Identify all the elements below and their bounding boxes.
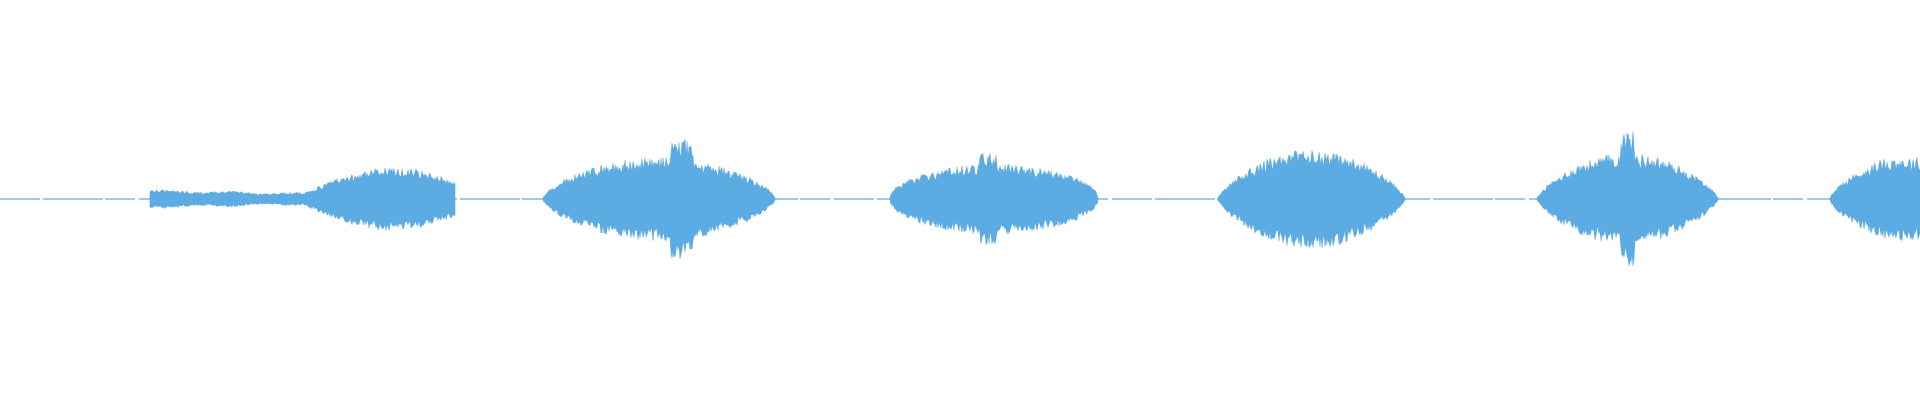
waveform-segment-4 xyxy=(1217,150,1406,248)
waveform-segment-6 xyxy=(1829,157,1920,242)
waveform-segments xyxy=(149,131,1920,267)
waveform-segment-3 xyxy=(889,152,1099,246)
waveform-segment-2 xyxy=(542,138,776,259)
waveform-segment-1 xyxy=(149,167,456,231)
waveform-segment-5 xyxy=(1536,131,1719,267)
